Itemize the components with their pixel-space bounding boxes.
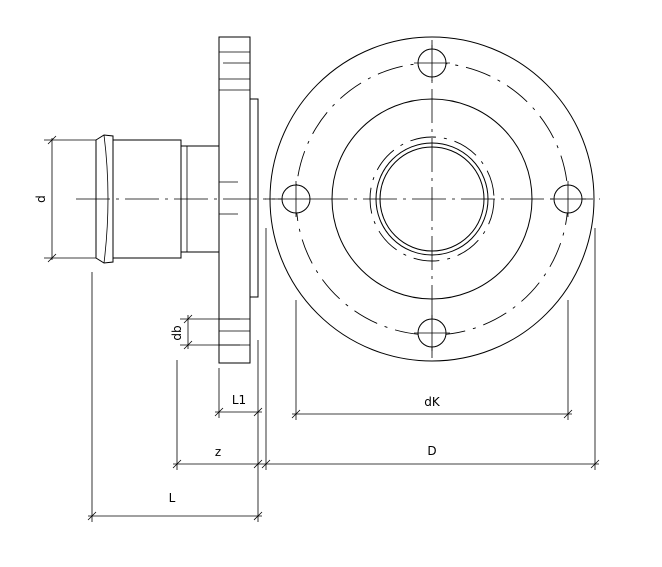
dim-z: z	[172, 360, 263, 470]
flange-face-raised	[249, 98, 259, 298]
bolt-hole-right	[550, 181, 586, 217]
label-L: L	[169, 491, 176, 505]
dim-D: D	[261, 228, 600, 470]
dim-L: L	[87, 272, 263, 522]
bolt-hole-top	[414, 45, 450, 81]
label-z: z	[215, 445, 221, 459]
label-D: D	[427, 444, 436, 458]
label-db: db	[170, 325, 184, 340]
label-d: d	[34, 195, 48, 203]
dim-dK: dK	[291, 300, 573, 420]
bolt-hole-left	[278, 181, 314, 217]
front-view	[265, 36, 600, 362]
flange-plate	[218, 36, 251, 364]
dim-L1: L1	[214, 340, 263, 418]
socket-bead-inner	[103, 134, 109, 264]
side-view	[76, 36, 275, 364]
dim-db: db	[170, 314, 240, 350]
label-L1: L1	[232, 393, 246, 407]
dim-d: d	[34, 135, 96, 263]
bolt-hole-bottom	[414, 315, 450, 351]
label-dK: dK	[424, 395, 441, 409]
